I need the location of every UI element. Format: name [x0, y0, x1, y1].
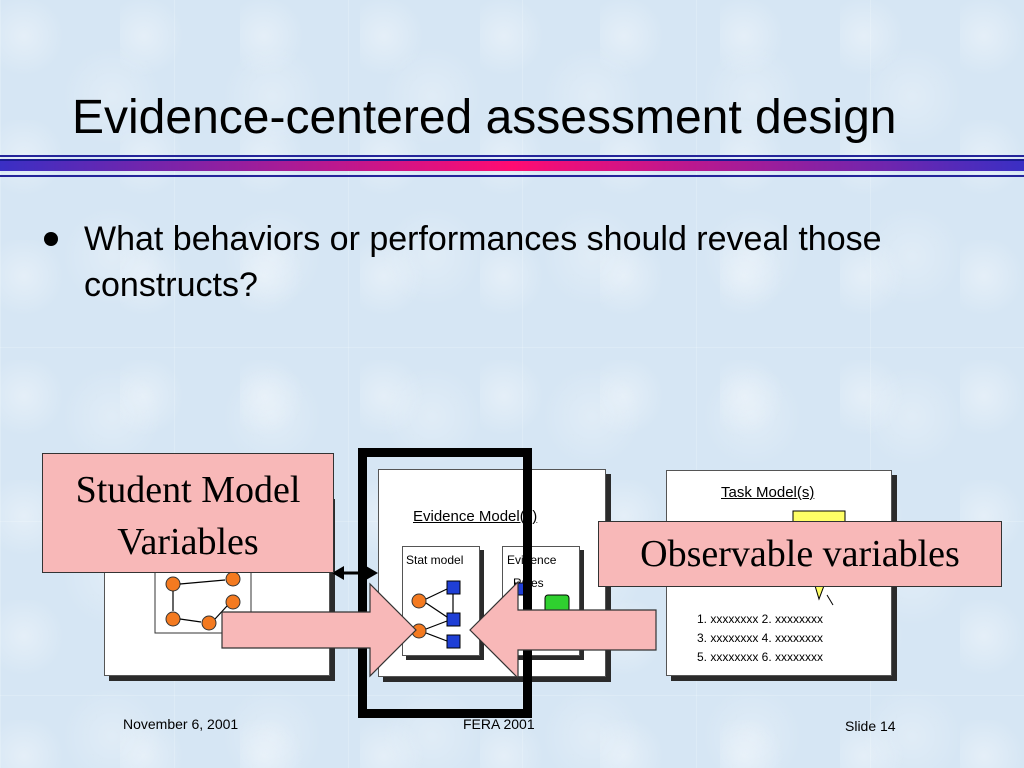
- footer-center: FERA 2001: [463, 716, 535, 732]
- student-model-callout-text: Student Model Variables: [75, 469, 301, 563]
- stat-model-panel: Stat model: [402, 546, 480, 656]
- stat-model-label: Stat model: [406, 553, 464, 567]
- right-block-arrow: [221, 582, 417, 678]
- title-divider: [0, 159, 1024, 161]
- task-model-title: Task Model(s): [721, 484, 815, 501]
- task-item-row: 5. xxxxxxxx 6. xxxxxxxx: [697, 650, 824, 664]
- observable-variables-callout-text: Observable variables: [640, 533, 960, 575]
- left-block-arrow: [469, 580, 657, 680]
- node-icon: [411, 593, 427, 609]
- title-divider-bands: [0, 155, 1024, 177]
- slide-number: Slide 14: [845, 718, 896, 734]
- node-icon: [165, 576, 181, 592]
- bullet-icon: [44, 232, 58, 246]
- task-item-row: 3. xxxxxxxx 4. xxxxxxxx: [697, 631, 824, 645]
- evidence-model-title: Evidence Model(s): [413, 508, 538, 525]
- highlight-frame: [358, 448, 532, 718]
- stat-model-graph: [411, 580, 461, 649]
- bullet-text: What behaviors or performances should re…: [84, 220, 882, 304]
- node-icon: [165, 611, 181, 627]
- observable-node-icon: [446, 634, 461, 649]
- link-arrow-icon: [332, 566, 378, 580]
- task-item-row: 1. xxxxxxxx 2. xxxxxxxx: [697, 612, 824, 626]
- node-icon: [201, 615, 217, 631]
- footer-date: November 6, 2001: [123, 716, 239, 732]
- observable-variables-callout: Observable variables: [598, 521, 1002, 587]
- slide-title: Evidence-centered assessment design: [72, 91, 897, 144]
- student-model-callout: Student Model Variables: [42, 453, 334, 573]
- node-icon: [225, 594, 241, 610]
